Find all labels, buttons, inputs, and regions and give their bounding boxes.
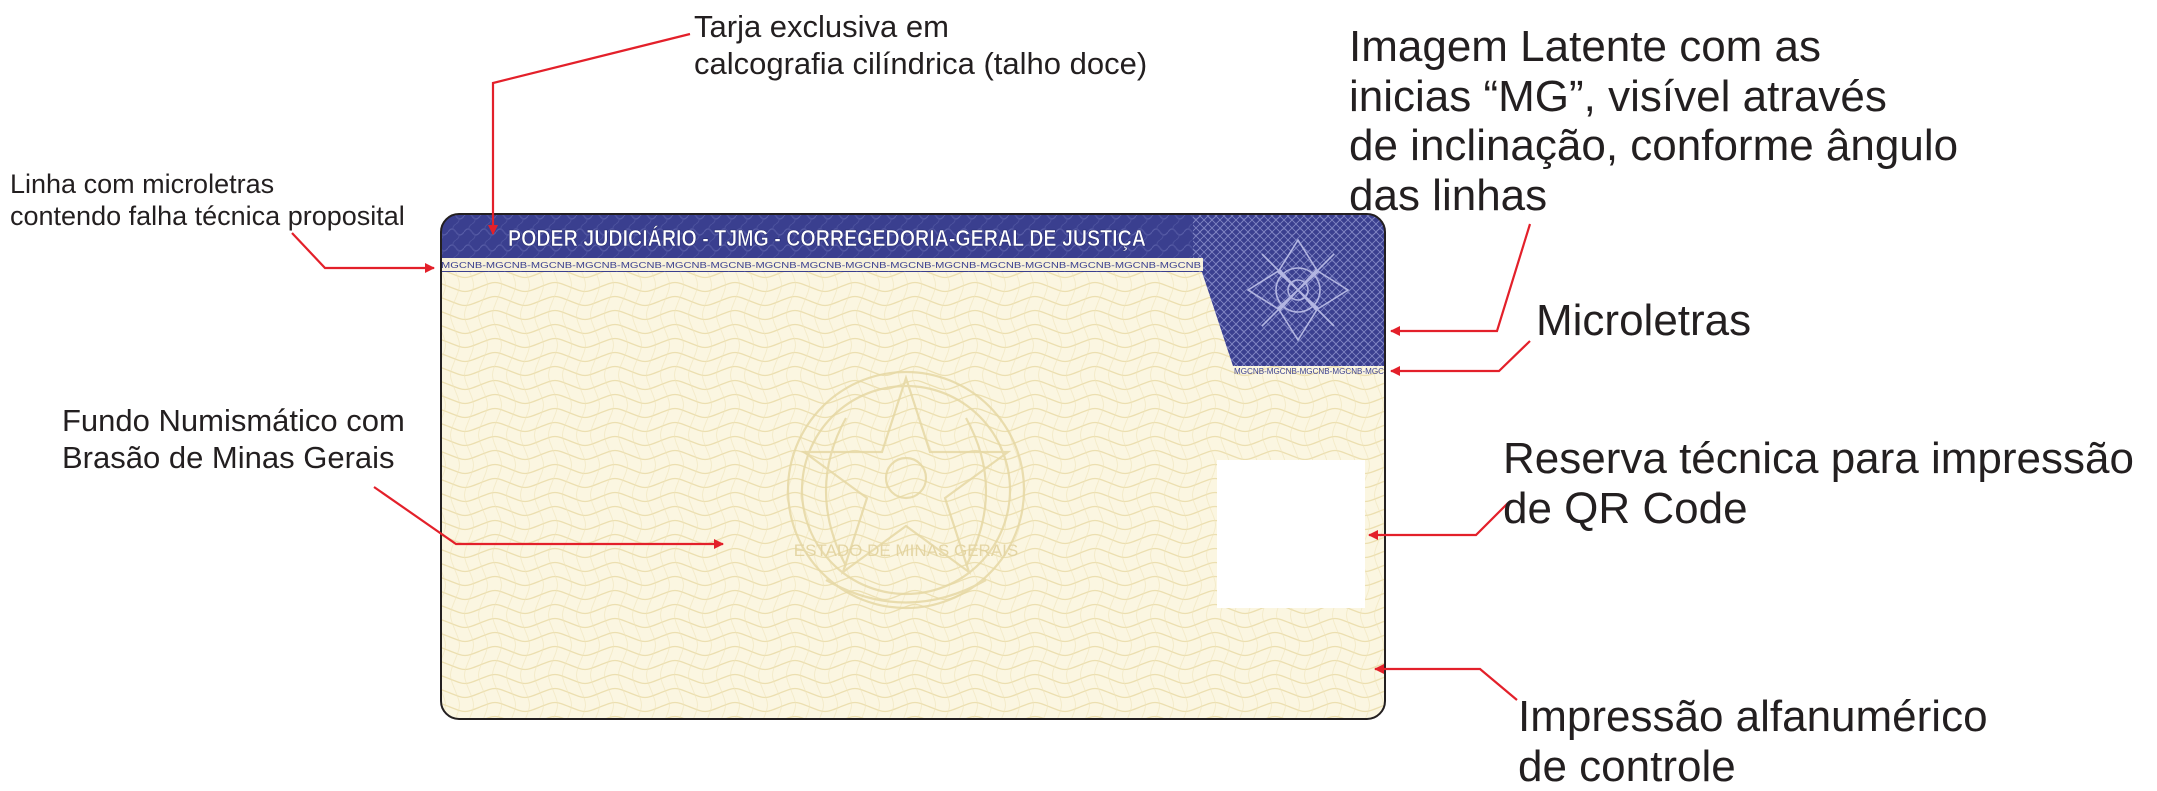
label-linha-microletras: Linha com microletras contendo falha téc…: [10, 169, 405, 232]
label-tarja: Tarja exclusiva em calcografia cilíndric…: [694, 9, 1148, 82]
arrow-imagem-latente: [1390, 223, 1532, 336]
arrow-microletras: [1390, 340, 1531, 376]
label-fundo-numismatico: Fundo Numismático com Brasão de Minas Ge…: [62, 403, 405, 476]
callout-arrows: [291, 32, 1532, 701]
arrow-impressao: [1374, 664, 1518, 701]
identity-card: ESTADO DE MINAS GERAIS PO: [440, 213, 1386, 720]
arrow-linha-microletras: [291, 232, 435, 273]
arrow-fundo: [373, 486, 724, 549]
coat-of-arms-watermark: ESTADO DE MINAS GERAIS: [786, 370, 1026, 610]
corner-microtext: MGCNB-MGCNB-MGCNB-MGCNB-MGC: [1234, 367, 1384, 376]
latent-image-mg: [1193, 214, 1385, 366]
seal-text: ESTADO DE MINAS GERAIS: [794, 541, 1019, 560]
card-border: [440, 213, 1386, 720]
arrow-reserva: [1368, 502, 1509, 540]
label-microletras: Microletras: [1536, 296, 1752, 345]
microtext-line: MGCNB-MGCNB-MGCNB-MGCNB-MGCNB-MGCNB-MGCN…: [441, 261, 1201, 270]
qr-code-reserved-area: [1217, 460, 1365, 608]
header-title: PODER JUDICIÁRIO - TJMG - CORREGEDORIA-G…: [508, 224, 1146, 251]
label-imagem-latente: Imagem Latente com as inicias “MG”, visí…: [1349, 22, 1959, 221]
label-impressao-controle: Impressão alfanumérico de controle: [1518, 692, 1988, 791]
arrow-tarja: [488, 32, 691, 235]
label-reserva-qr: Reserva técnica para impressão de QR Cod…: [1503, 434, 2134, 533]
